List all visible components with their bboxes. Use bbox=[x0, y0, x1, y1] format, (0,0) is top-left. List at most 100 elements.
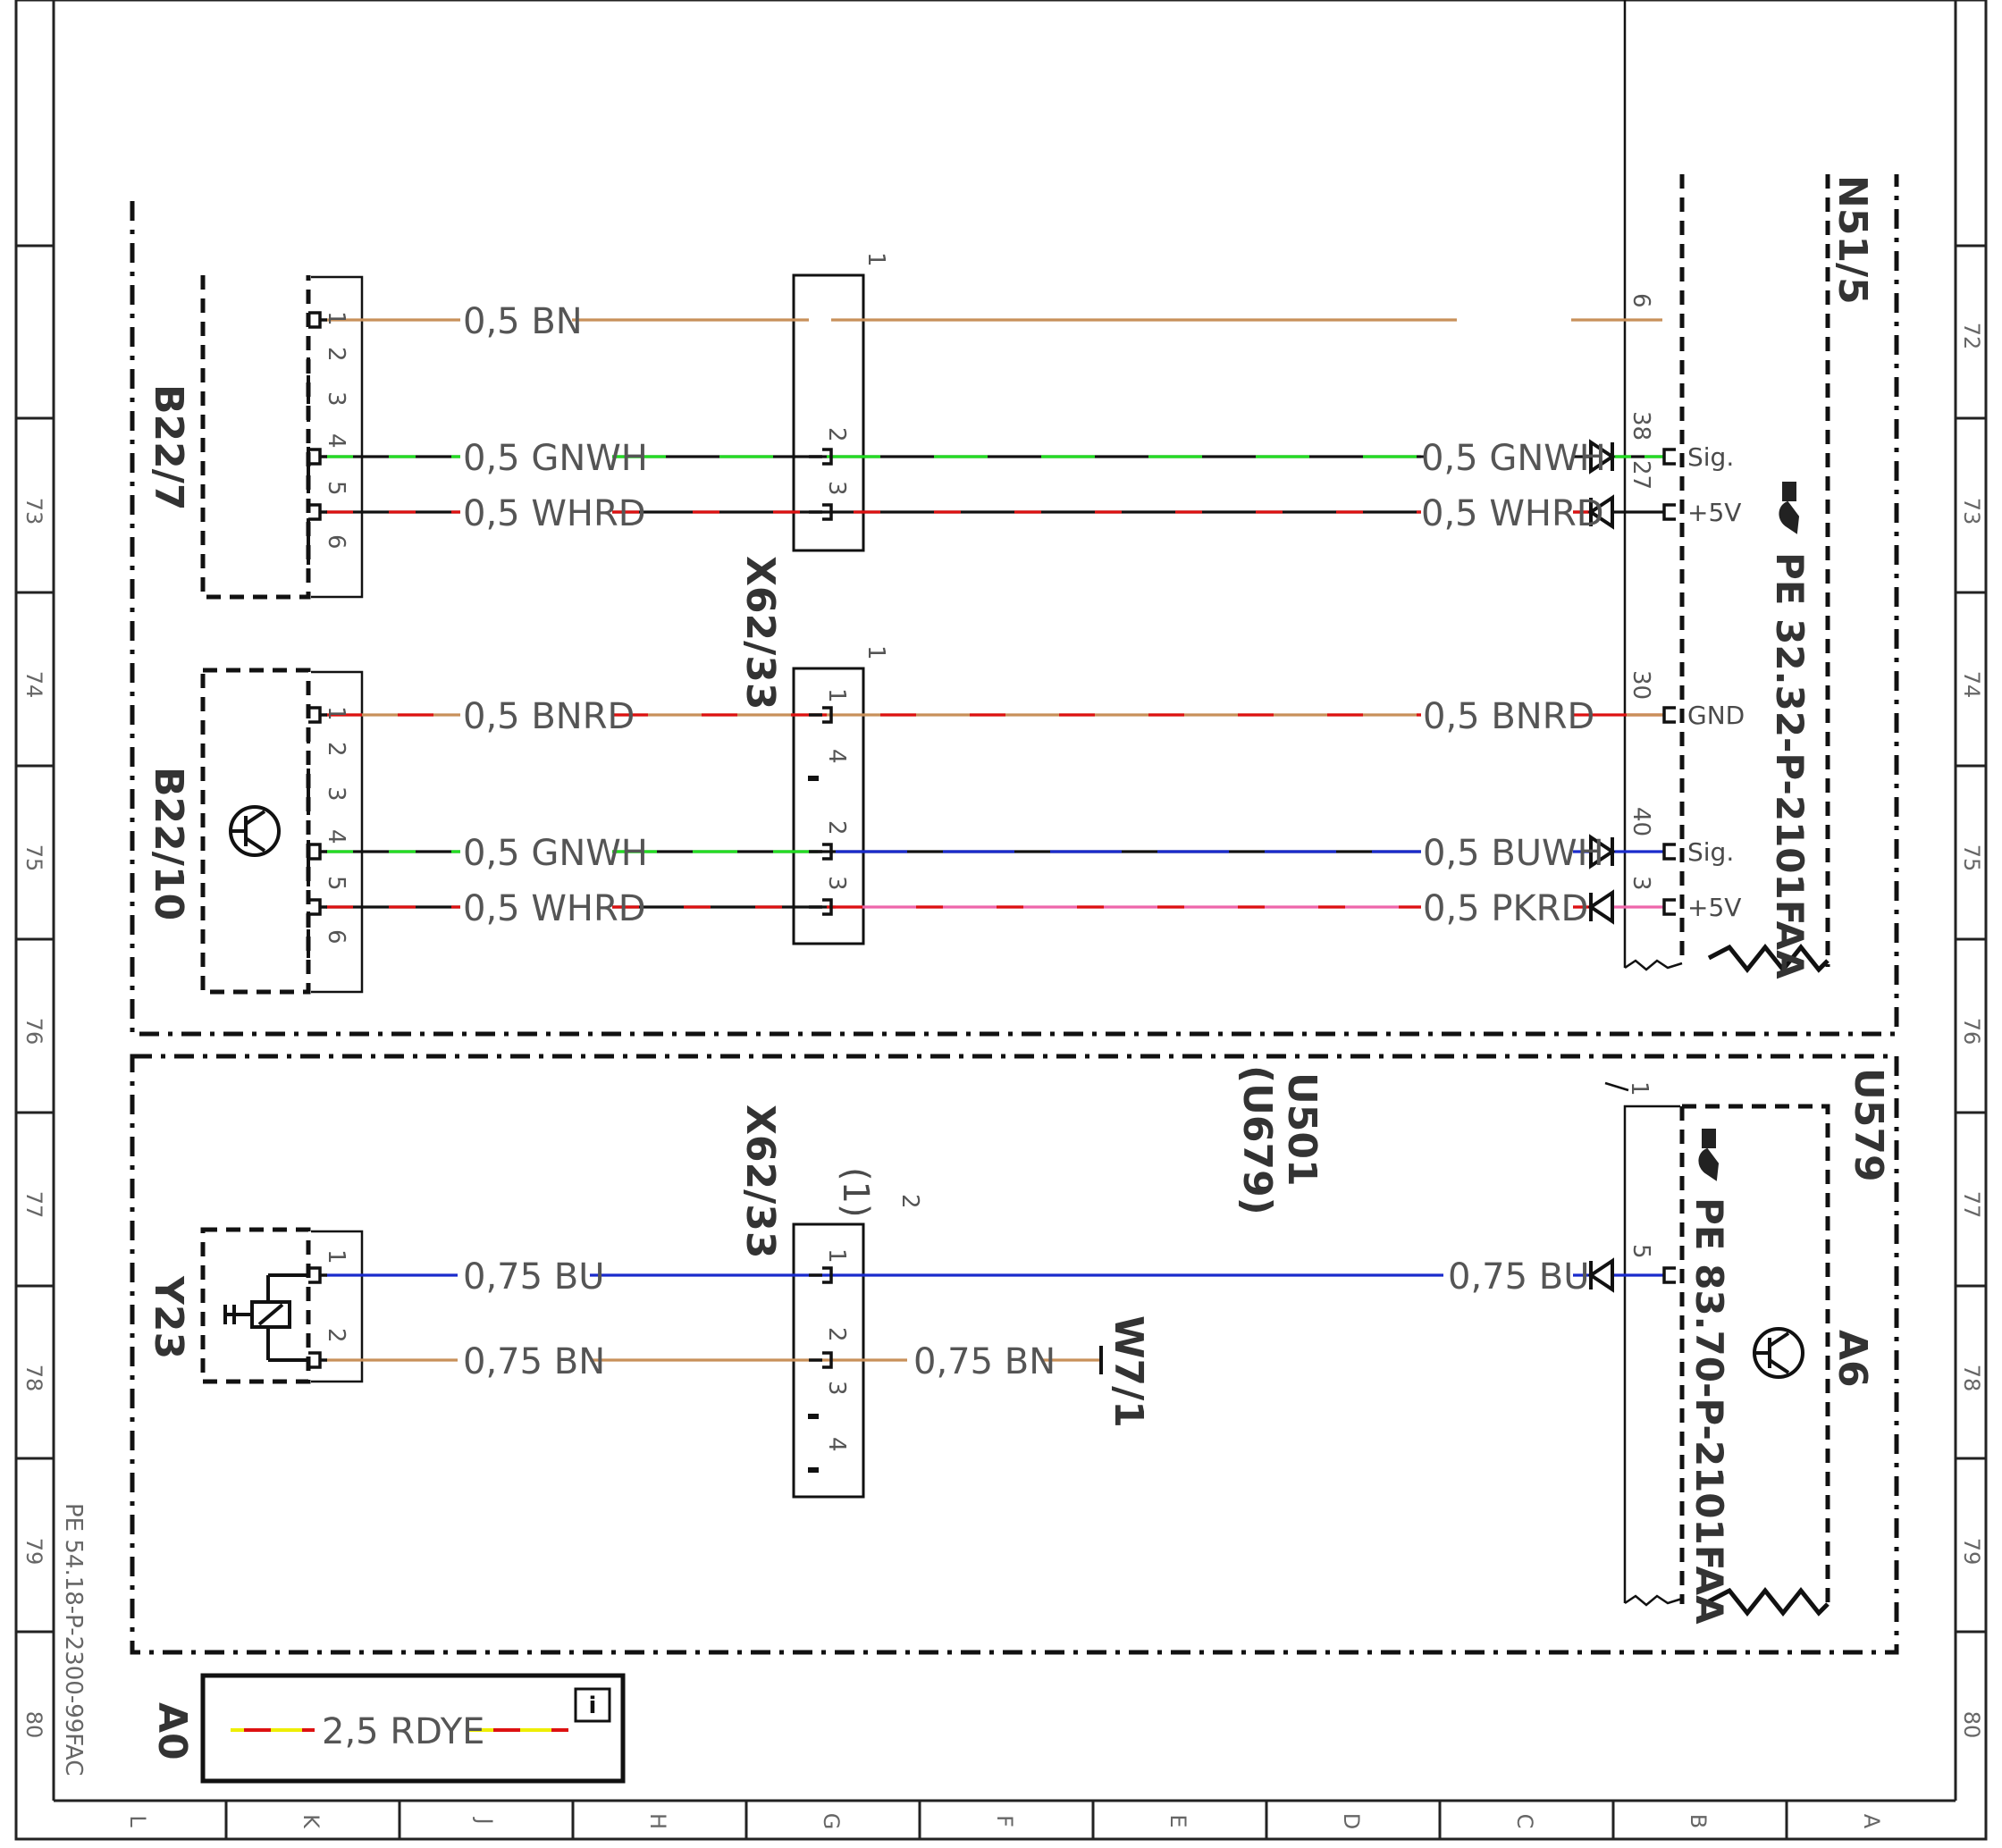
pin-number: 3 bbox=[823, 1381, 850, 1396]
component-label-n51-5: N51/5 bbox=[1830, 175, 1875, 305]
wire-label: 0,5 GNWH bbox=[463, 833, 648, 874]
signal-label: GND bbox=[1687, 701, 1745, 730]
pin-number: 5 bbox=[1628, 1244, 1654, 1259]
pin-number: 30 bbox=[1628, 670, 1654, 700]
pin-number: 2 bbox=[323, 742, 349, 757]
component-label-a0: A0 bbox=[149, 1702, 195, 1760]
row-label-79-left: 79 bbox=[21, 1538, 46, 1566]
pin-number: 1 bbox=[823, 1248, 850, 1264]
wire-label: 0,5 WHRD bbox=[463, 493, 646, 534]
pin-number: 1 bbox=[323, 706, 349, 721]
pin-number: 40 bbox=[1628, 807, 1654, 836]
harness-lines bbox=[1604, 0, 1680, 1603]
row-label-80-left: 80 bbox=[21, 1711, 46, 1739]
wire-label: 0,75 BU bbox=[1448, 1256, 1590, 1298]
boundary-boxes bbox=[130, 174, 1899, 1655]
wire-label: 0,5 PKRD bbox=[1423, 888, 1588, 929]
pin-number: 2 bbox=[823, 427, 850, 442]
component-label-x62-33-top: X62/33 bbox=[737, 556, 783, 710]
col-label-H: H bbox=[645, 1813, 670, 1829]
wire-label: 0,5 WHRD bbox=[1421, 493, 1604, 534]
wire-label: 0,5 BN bbox=[463, 301, 583, 342]
wire-label: 0,5 WHRD bbox=[463, 888, 646, 929]
pin-number: 4 bbox=[323, 829, 349, 844]
unused-pins bbox=[808, 776, 819, 1473]
component-label-a6: A6 bbox=[1830, 1330, 1875, 1388]
row-label-73-left: 73 bbox=[21, 498, 46, 525]
row-label-73-right: 73 bbox=[1959, 498, 1984, 525]
wire-label: 0,5 GNWH bbox=[463, 438, 648, 479]
wire-label: 0,75 BU bbox=[463, 1256, 605, 1298]
x62-33-housings bbox=[792, 273, 865, 1499]
wire-label: 2,5 RDYE bbox=[322, 1711, 484, 1752]
row-label-74-left: 74 bbox=[21, 671, 46, 699]
pin-number: 6 bbox=[323, 534, 349, 550]
pin-number: 6 bbox=[1628, 293, 1654, 308]
component-label-y23: Y23 bbox=[146, 1275, 191, 1359]
row-label-80-right: 80 bbox=[1959, 1711, 1984, 1739]
wire-label: 0,75 BN bbox=[913, 1341, 1056, 1382]
row-label-77-right: 77 bbox=[1959, 1191, 1984, 1219]
component-label-x62-33-bottom: X62/33 bbox=[737, 1105, 783, 1258]
pin-number: 2 bbox=[323, 347, 349, 362]
signal-label: +5V bbox=[1687, 498, 1741, 527]
pin-number: 3 bbox=[823, 481, 850, 496]
row-label-78-right: 78 bbox=[1959, 1365, 1984, 1392]
y23-box bbox=[200, 1227, 311, 1384]
col-label-B: B bbox=[1686, 1814, 1711, 1828]
info-icon: i bbox=[589, 1693, 597, 1719]
connector-note: (1) bbox=[835, 1167, 876, 1218]
pin-number: 6 bbox=[323, 929, 349, 945]
wire-label: 0,75 BN bbox=[463, 1341, 605, 1382]
col-label-A: A bbox=[1859, 1814, 1884, 1829]
col-label-D: D bbox=[1339, 1813, 1364, 1829]
reference-a6: PE 83.70-P-2101FAA bbox=[1687, 1197, 1731, 1625]
sheet-reference: PE 54.18-P-2300-99FAC bbox=[60, 1503, 87, 1776]
signal-arrows bbox=[1587, 439, 1616, 1293]
component-label-u501: U501 bbox=[1279, 1072, 1325, 1187]
component-label-b22-7: B22/7 bbox=[146, 384, 191, 510]
pin-number: 27 bbox=[1628, 460, 1654, 490]
pin-number: 2 bbox=[823, 820, 850, 836]
pin-number: 2 bbox=[323, 1328, 349, 1343]
row-label-78-left: 78 bbox=[21, 1365, 46, 1392]
reference-n51-5: PE 32.32-P-2101FAA bbox=[1768, 552, 1812, 979]
pin-number: 3 bbox=[323, 786, 349, 802]
pin-number: 1 bbox=[323, 1249, 349, 1264]
solenoid-symbol-y23 bbox=[223, 1273, 308, 1362]
col-label-J: J bbox=[472, 1816, 497, 1824]
signal-label: Sig. bbox=[1687, 442, 1734, 472]
row-label-79-right: 79 bbox=[1959, 1538, 1984, 1566]
col-label-K: K bbox=[299, 1814, 324, 1829]
col-label-L: L bbox=[125, 1815, 150, 1827]
pin-number: 3 bbox=[823, 876, 850, 891]
pin-number: 5 bbox=[323, 481, 349, 496]
sensor-pin-strips bbox=[311, 275, 364, 1383]
hand-pointer-icon-a6 bbox=[1698, 1129, 1720, 1181]
pin-number: 2 bbox=[823, 1327, 850, 1342]
hand-pointer-icon-n51-5 bbox=[1779, 482, 1800, 534]
pin-number: 3 bbox=[1628, 876, 1654, 891]
signal-label: Sig. bbox=[1687, 837, 1734, 867]
component-label-b22-10: B22/10 bbox=[146, 767, 191, 920]
pin-number: 1 bbox=[862, 252, 889, 267]
row-label-74-right: 74 bbox=[1959, 671, 1984, 699]
pin-number: 2 bbox=[896, 1194, 923, 1209]
wire-label: 0,5 BNRD bbox=[463, 696, 635, 737]
b22-7-box bbox=[200, 275, 311, 600]
a0-legend-box bbox=[200, 1673, 626, 1784]
pin-number: 4 bbox=[823, 749, 850, 764]
row-label-76-left: 76 bbox=[21, 1018, 46, 1046]
break-lines bbox=[1707, 943, 1830, 1617]
pin-terminals bbox=[308, 311, 1676, 1369]
wire-label: 0,5 GNWH bbox=[1421, 438, 1606, 479]
b22-10-box bbox=[200, 668, 311, 995]
sheet-frame bbox=[14, 0, 1988, 1841]
pin-number: 1 bbox=[323, 311, 349, 326]
signal-label: +5V bbox=[1687, 893, 1741, 922]
row-label-75-left: 75 bbox=[21, 844, 46, 872]
component-label-u679: (U679) bbox=[1234, 1065, 1280, 1215]
transistor-symbol-a6 bbox=[1753, 1327, 1804, 1379]
col-label-E: E bbox=[1165, 1814, 1190, 1827]
